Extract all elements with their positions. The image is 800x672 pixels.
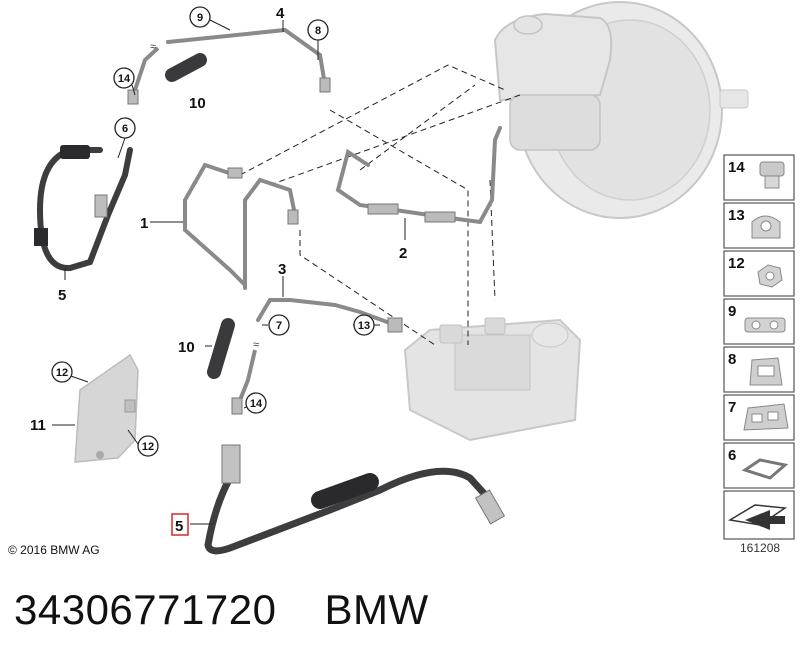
- callout-14-mid: 14: [245, 392, 267, 414]
- svg-text:≈: ≈: [253, 339, 259, 351]
- callout-12-b: 12: [137, 435, 159, 457]
- hex-nut-icon: [757, 264, 783, 288]
- callout-10-mid: 10: [178, 339, 195, 356]
- svg-text:14: 14: [728, 159, 745, 176]
- side-part-9[interactable]: 9: [723, 298, 795, 345]
- svg-text:8: 8: [315, 25, 321, 37]
- part-number: 34306771720: [14, 586, 277, 633]
- brake-hose-5-top: [34, 145, 133, 272]
- svg-text:12: 12: [142, 441, 154, 453]
- protective-sleeve-10: [165, 53, 207, 82]
- side-parts-panel: 14 13 12 9: [723, 154, 795, 540]
- side-part-arrow-sheet[interactable]: [723, 490, 795, 540]
- svg-text:14: 14: [250, 398, 263, 410]
- side-part-8[interactable]: 8: [723, 346, 795, 393]
- svg-text:9: 9: [728, 303, 736, 320]
- parts-diagram: ≈ ≈: [8, 1, 795, 557]
- twin-holder-icon: [743, 403, 789, 431]
- svg-text:14: 14: [118, 73, 131, 85]
- callout-11: 11: [30, 417, 46, 434]
- callout-14-top: 14: [113, 67, 135, 89]
- callout-2: 2: [399, 245, 407, 262]
- brake-pipe-4: [166, 27, 331, 93]
- side-part-6[interactable]: 6: [723, 442, 795, 489]
- callout-7: 7: [268, 314, 290, 336]
- brake-pipe-1: [183, 162, 299, 290]
- svg-text:9: 9: [197, 12, 203, 24]
- side-part-7[interactable]: 7: [723, 394, 795, 441]
- callout-12-a: 12: [51, 361, 73, 383]
- brake-pipe-14-mid: [231, 349, 257, 415]
- callout-4: 4: [276, 5, 285, 22]
- callout-13: 13: [353, 314, 375, 336]
- svg-text:8: 8: [728, 351, 736, 368]
- svg-text:13: 13: [728, 207, 745, 224]
- brake-booster-ghost: [493, 1, 749, 219]
- pipe-clip-icon: [751, 215, 781, 239]
- callout-6: 6: [114, 117, 136, 139]
- brake-pipe-2: [335, 126, 502, 225]
- footer-caption: 34306771720 BMW: [14, 586, 429, 634]
- callout-9: 9: [189, 6, 211, 28]
- brake-pipe-3: [256, 298, 403, 333]
- highlight-box: [171, 513, 189, 536]
- arrow-sheet-icon: [727, 504, 788, 530]
- svg-text:12: 12: [56, 367, 68, 379]
- bracket-11: [74, 353, 139, 463]
- svg-text:7: 7: [728, 399, 736, 416]
- brand-name: BMW: [324, 586, 429, 633]
- abs-unit-ghost: [403, 317, 582, 442]
- double-clip-icon: [744, 317, 786, 333]
- callout-8: 8: [307, 19, 329, 41]
- svg-text:6: 6: [728, 447, 736, 464]
- diagram-id: 161208: [740, 541, 780, 555]
- svg-text:6: 6: [122, 123, 128, 135]
- svg-text:7: 7: [276, 320, 282, 332]
- svg-text:12: 12: [728, 255, 745, 272]
- leader-lines-dashed: [239, 64, 521, 346]
- push-clip-icon: [759, 161, 785, 189]
- side-part-12[interactable]: 12: [723, 250, 795, 297]
- spring-clip-icon: [741, 458, 789, 480]
- protective-sleeve-10-mid: [207, 318, 235, 379]
- side-part-13[interactable]: 13: [723, 202, 795, 249]
- callout-5-highlighted[interactable]: 5: [175, 518, 183, 535]
- copyright-text: © 2016 BMW AG: [8, 543, 100, 557]
- callout-1: 1: [140, 215, 148, 232]
- callout-3: 3: [278, 261, 286, 278]
- callout-10-top: 10: [189, 95, 206, 112]
- side-part-14[interactable]: 14: [723, 154, 795, 201]
- svg-text:13: 13: [358, 320, 370, 332]
- holder-clip-icon: [749, 357, 783, 386]
- svg-text:≈: ≈: [150, 41, 156, 53]
- brake-hose-5-bottom: [204, 444, 506, 555]
- callout-5-top: 5: [58, 287, 66, 304]
